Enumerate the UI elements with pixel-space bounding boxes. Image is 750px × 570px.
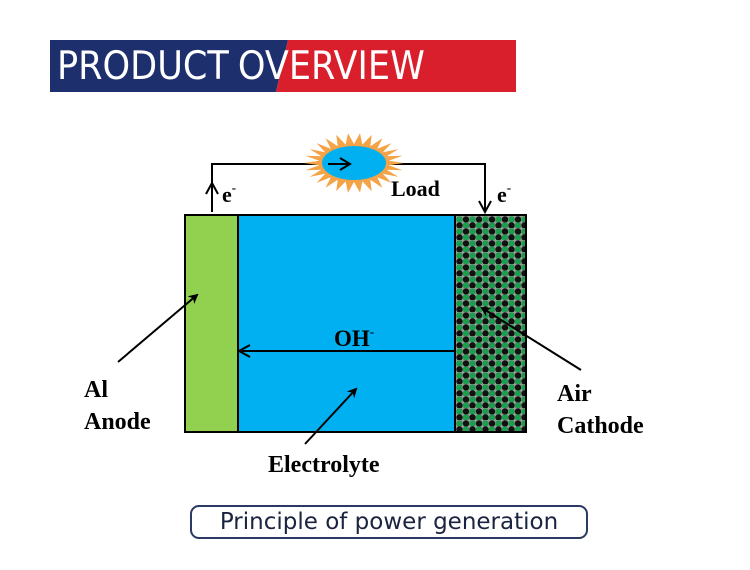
anode-label: Al Anode <box>84 374 151 438</box>
air-cathode-plate <box>454 214 527 433</box>
hydroxide-charge: - <box>369 324 375 339</box>
anode-pointer-arrow <box>117 293 199 363</box>
electron-flow-down-arrow <box>478 200 492 215</box>
electron-label-left: e- <box>222 180 237 208</box>
electron-charge-right: - <box>506 180 512 195</box>
electron-symbol-right: e <box>497 182 507 207</box>
load-current-arrow <box>339 157 352 171</box>
electron-label-right: e- <box>497 180 512 208</box>
cathode-pointer-arrow <box>480 306 582 371</box>
hydroxide-flow-arrowhead <box>236 344 251 358</box>
cathode-label-line2: Cathode <box>557 413 644 439</box>
load-starburst-icon <box>304 133 404 193</box>
banner-word-product: PRODUCT <box>57 44 229 89</box>
anode-label-line1: Al <box>84 377 108 403</box>
load-label: Load <box>391 176 440 201</box>
hydroxide-symbol: OH <box>334 326 370 351</box>
cathode-label: Air Cathode <box>557 378 644 442</box>
banner-red-segment <box>276 40 516 92</box>
cathode-label-line1: Air <box>557 381 592 407</box>
caption-box: Principle of power generation <box>190 505 588 539</box>
electron-symbol-left: e <box>222 182 232 207</box>
hydroxide-label: OH- <box>334 324 375 352</box>
electrolyte-pointer-arrow <box>304 387 358 445</box>
banner-background <box>50 40 516 92</box>
anode-label-line2: Anode <box>84 409 151 435</box>
electrolyte-label: Electrolyte <box>268 452 380 478</box>
electron-charge-left: - <box>231 180 237 195</box>
banner-word-overview: OVERVIEW <box>237 44 425 89</box>
banner-blue-segment <box>50 40 288 92</box>
al-anode-plate <box>184 214 239 433</box>
electron-flow-up-arrow <box>205 180 219 195</box>
